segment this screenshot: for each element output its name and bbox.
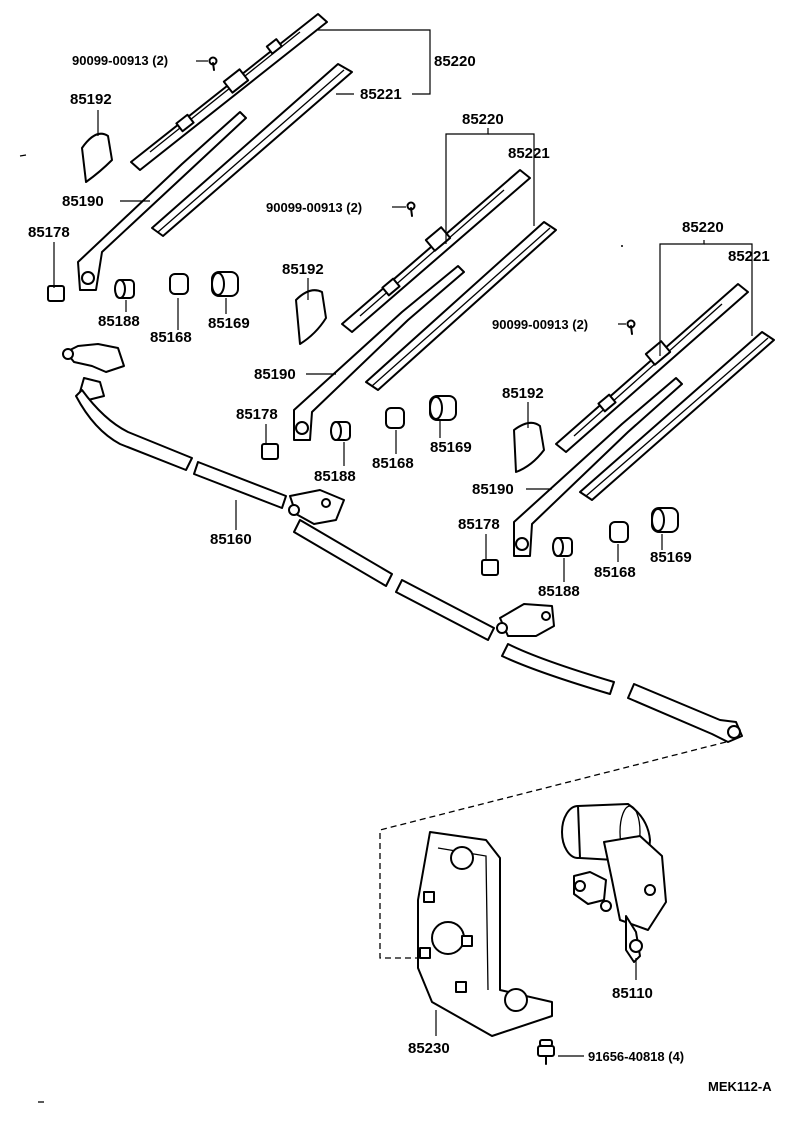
label-85221-a: 85221 xyxy=(360,86,402,103)
bushing-85169-3 xyxy=(651,507,679,533)
label-screw-c: 90099-00913 (2) xyxy=(492,317,588,332)
label-85221-c: 85221 xyxy=(728,248,770,265)
bushing-85188-3 xyxy=(552,537,573,557)
wiper-blade-assembly-2 xyxy=(341,169,531,333)
wiper-motor xyxy=(561,803,667,963)
bushing-85188-2 xyxy=(330,421,351,441)
label-85188-b: 85188 xyxy=(314,468,356,485)
label-85188-c: 85188 xyxy=(538,583,580,600)
label-85169-c: 85169 xyxy=(650,549,692,566)
scan-specks xyxy=(19,154,623,1103)
wiper-arm-2 xyxy=(293,265,465,441)
screw-2 xyxy=(406,201,416,217)
wiper-blade-rubber-1 xyxy=(151,63,353,237)
label-85160: 85160 xyxy=(210,531,252,548)
motor-group-connector xyxy=(379,741,727,959)
bushing-85168-1 xyxy=(169,273,189,295)
label-screw-b: 90099-00913 (2) xyxy=(266,200,362,215)
nut-2 xyxy=(261,443,279,460)
label-85230: 85230 xyxy=(408,1040,450,1057)
label-85190-b: 85190 xyxy=(254,366,296,383)
bushing-85168-3 xyxy=(609,521,629,543)
bushing-85169-1 xyxy=(211,271,239,297)
wiper-cap-1 xyxy=(81,132,113,183)
wiper-blade-rubber-3 xyxy=(579,331,775,501)
part-labels: 85220 85221 90099-00913 (2) 85192 85190 … xyxy=(28,53,772,1094)
motor-bracket xyxy=(417,831,553,1037)
wiper-cap-3 xyxy=(513,421,545,473)
label-85178-a: 85178 xyxy=(28,224,70,241)
nut-3 xyxy=(481,559,499,576)
label-85220-c: 85220 xyxy=(682,219,724,236)
wiper-link-assembly xyxy=(62,343,743,743)
label-85110: 85110 xyxy=(612,985,653,1002)
wiper-arm-1 xyxy=(77,111,247,291)
label-85192-c: 85192 xyxy=(502,385,544,402)
label-85178-c: 85178 xyxy=(458,516,500,533)
label-85169-a: 85169 xyxy=(208,315,250,332)
label-85192-a: 85192 xyxy=(70,91,112,108)
label-bolt: 91656-40818 (4) xyxy=(588,1049,684,1064)
bushing-85168-2 xyxy=(385,407,405,429)
wiper-cap-2 xyxy=(295,289,327,345)
leader-lines xyxy=(53,29,753,1057)
label-85220-b: 85220 xyxy=(462,111,504,128)
label-85169-b: 85169 xyxy=(430,439,472,456)
bushing-85169-2 xyxy=(429,395,457,421)
screw-3 xyxy=(626,319,636,335)
label-85221-b: 85221 xyxy=(508,145,550,162)
label-85168-a: 85168 xyxy=(150,329,192,346)
screw-1 xyxy=(208,56,218,71)
label-85188-a: 85188 xyxy=(98,313,140,330)
label-85190-a: 85190 xyxy=(62,193,104,210)
bushing-85188-1 xyxy=(114,279,135,299)
diagram-code: MEK112-A xyxy=(708,1079,772,1094)
label-screw-a: 90099-00913 (2) xyxy=(72,53,168,68)
mounting-bolt xyxy=(537,1039,555,1065)
label-85168-b: 85168 xyxy=(372,455,414,472)
label-85192-b: 85192 xyxy=(282,261,324,278)
label-85168-c: 85168 xyxy=(594,564,636,581)
label-85190-c: 85190 xyxy=(472,481,514,498)
wiper-arm-3 xyxy=(513,377,683,557)
wiper-blade-assembly-1 xyxy=(130,13,328,171)
label-85220-a: 85220 xyxy=(434,53,476,70)
wiper-blade-rubber-2 xyxy=(365,221,557,391)
nut-1 xyxy=(47,285,65,302)
wiper-blade-assembly-3 xyxy=(555,283,749,453)
label-85178-b: 85178 xyxy=(236,406,278,423)
